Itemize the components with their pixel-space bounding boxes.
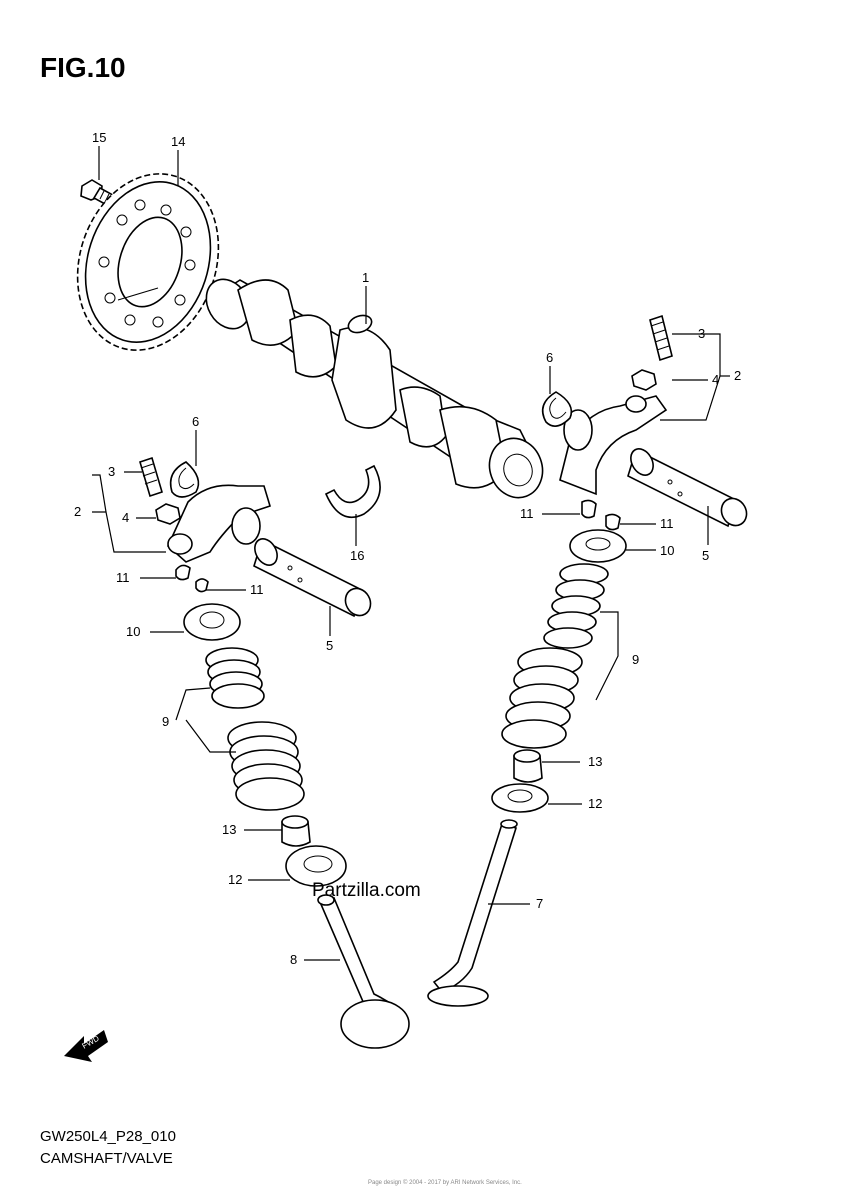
part-9-spring-inner-left[interactable]: [205, 647, 265, 709]
part-13-seal-left[interactable]: [281, 815, 311, 847]
leader-lines: [92, 146, 730, 961]
figure-code: GW250L4_P28_010: [40, 1128, 176, 1145]
part-10-retainer-right[interactable]: [569, 529, 627, 563]
part-9-spring-inner-right[interactable]: [543, 563, 609, 649]
part-9-spring-outer-right[interactable]: [501, 647, 583, 749]
fine-print: Page design © 2004 - 2017 by ARI Network…: [368, 1180, 522, 1186]
figure-name: CAMSHAFT/VALVE: [40, 1150, 173, 1167]
callout-4-right: 4: [712, 372, 719, 387]
callout-10-right: 10: [660, 543, 674, 558]
callout-11-left-b: 11: [250, 582, 264, 597]
part-1-camshaft[interactable]: [198, 271, 551, 505]
fwd-arrow-icon: FWD: [64, 1030, 108, 1062]
part-2-rocker-arm-right[interactable]: [559, 395, 668, 496]
part-16-plate[interactable]: [324, 464, 381, 519]
callout-3-right: 3: [698, 326, 705, 341]
callout-6-right: 6: [546, 350, 553, 365]
callout-2-left: 2: [74, 504, 81, 519]
part-11-cotter-left-a[interactable]: [175, 564, 191, 581]
part-12-seat-left[interactable]: [285, 845, 347, 887]
callout-10-left: 10: [126, 624, 140, 639]
callout-5-right: 5: [702, 548, 709, 563]
callout-12-left: 12: [228, 872, 242, 887]
callout-13-left: 13: [222, 822, 236, 837]
part-5-rocker-shaft-right[interactable]: [626, 445, 751, 530]
callout-11-right-b: 11: [660, 516, 674, 531]
callout-6-left: 6: [192, 414, 199, 429]
callout-11-right-a: 11: [520, 506, 534, 521]
callout-3-left: 3: [108, 464, 115, 479]
part-11-cotter-right-b[interactable]: [605, 513, 621, 531]
part-11-cotter-right-a[interactable]: [581, 499, 597, 519]
watermark: Partzilla.com: [312, 880, 421, 901]
part-9-spring-outer-left[interactable]: [227, 721, 305, 811]
part-4-locknut-right[interactable]: [631, 369, 657, 391]
part-6-clip-left[interactable]: [169, 461, 200, 498]
callout-labels: 15 14 1 6 3 2 4 6 3 2 4 11 11 10 5 16 11…: [74, 130, 741, 967]
part-3-adjuster-screw-left[interactable]: [139, 456, 163, 498]
callout-11-left-a: 11: [116, 570, 130, 585]
part-12-seat-right[interactable]: [491, 783, 549, 813]
callout-12-right: 12: [588, 796, 602, 811]
part-7-valve-right[interactable]: [427, 819, 518, 1007]
callout-16: 16: [350, 548, 364, 563]
part-3-adjuster-screw-right[interactable]: [649, 314, 673, 362]
part-4-locknut-left[interactable]: [155, 503, 181, 525]
callout-14: 14: [171, 134, 185, 149]
callout-1: 1: [362, 270, 369, 285]
part-2-rocker-arm-left[interactable]: [167, 484, 271, 563]
callout-4-left: 4: [122, 510, 129, 525]
callout-2-right: 2: [734, 368, 741, 383]
part-10-retainer-left[interactable]: [183, 603, 241, 641]
part-6-clip-right[interactable]: [541, 391, 573, 427]
callout-9-right: 9: [632, 652, 639, 667]
part-13-seal-right[interactable]: [513, 749, 543, 783]
part-8-valve-left[interactable]: [317, 894, 410, 1049]
callout-9-left: 9: [162, 714, 169, 729]
callout-5-left: 5: [326, 638, 333, 653]
part-5-rocker-shaft-left[interactable]: [250, 535, 375, 620]
callout-7: 7: [536, 896, 543, 911]
callout-8: 8: [290, 952, 297, 967]
callout-13-right: 13: [588, 754, 602, 769]
figure-title: FIG.10: [40, 52, 126, 83]
callout-15: 15: [92, 130, 106, 145]
